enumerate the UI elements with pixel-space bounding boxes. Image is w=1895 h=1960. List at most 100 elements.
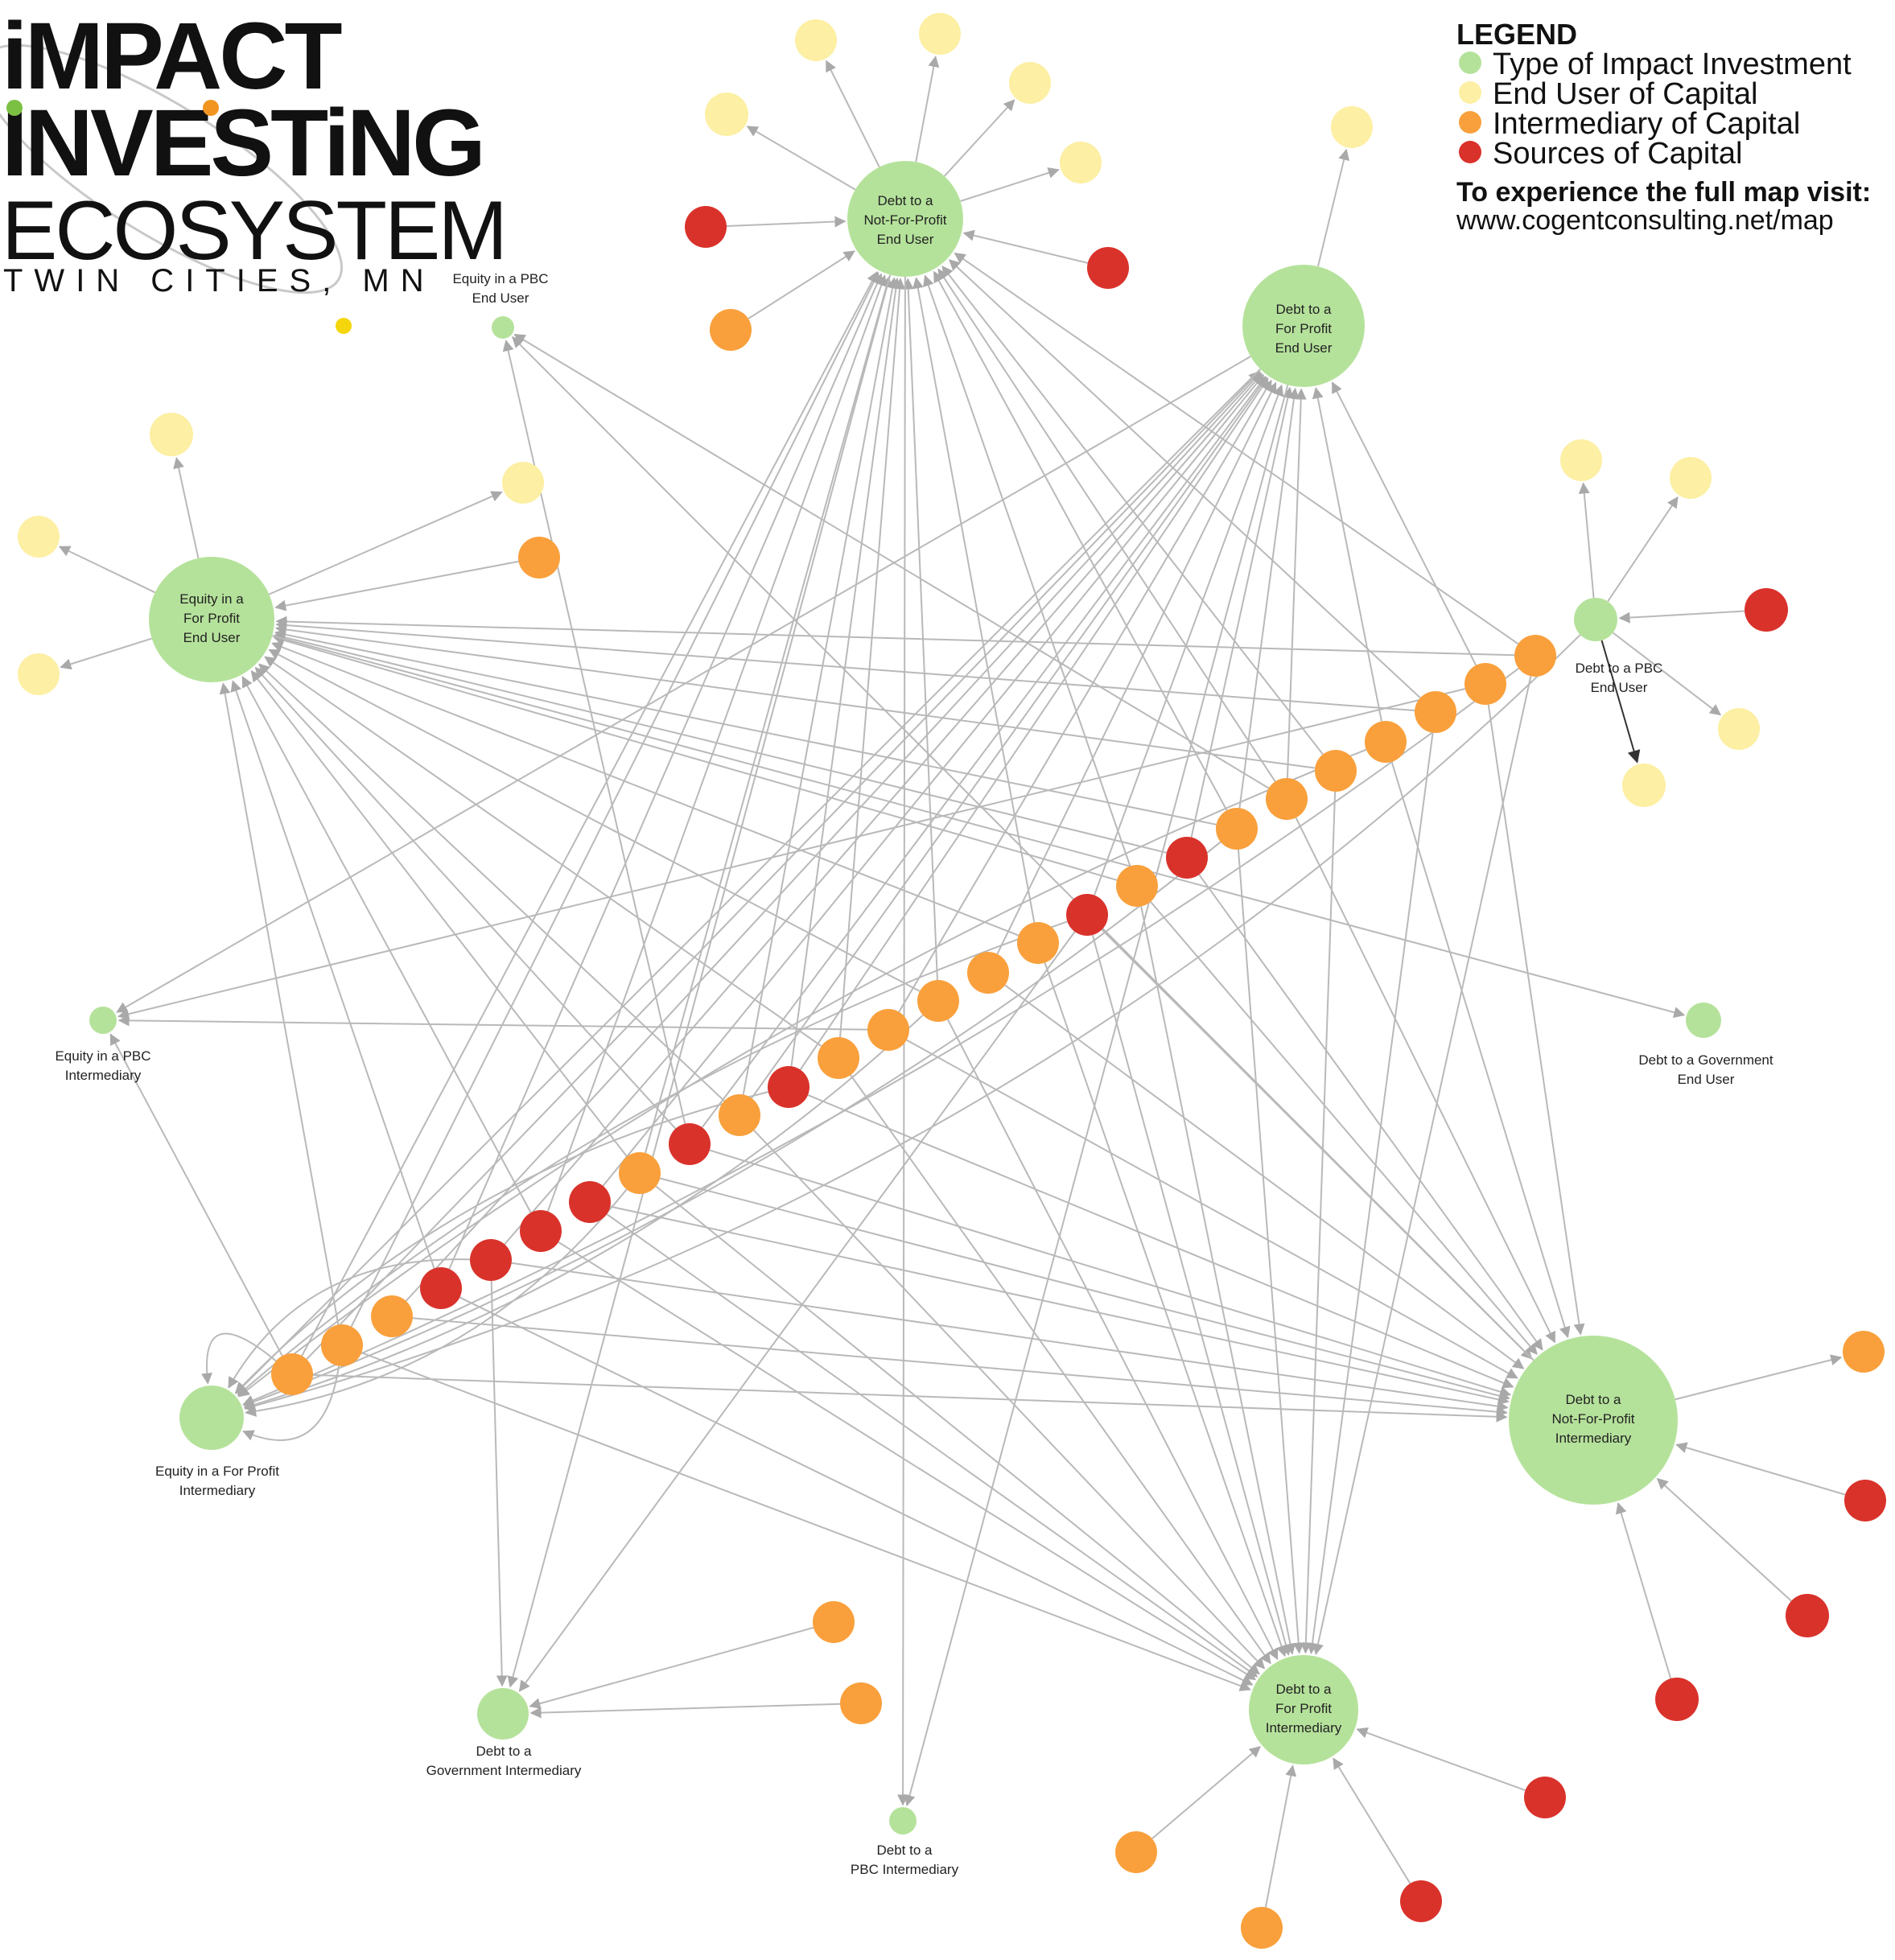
edge-hub-cross — [235, 369, 1261, 1394]
node-end-user[interactable] — [1331, 106, 1373, 148]
hub-debt-npo-intermediary[interactable] — [1509, 1336, 1678, 1505]
node-source[interactable] — [1844, 1480, 1886, 1521]
chain-node-intermediary[interactable] — [371, 1295, 413, 1337]
hub-label-debt-npo-intermediary: Intermediary — [1555, 1431, 1632, 1446]
chain-node-intermediary[interactable] — [1465, 663, 1506, 705]
chain-node-source[interactable] — [669, 1123, 711, 1165]
edge-chain-to-hub — [923, 274, 1131, 867]
edge-chain-to-hub — [274, 632, 1167, 854]
chain-node-source[interactable] — [470, 1239, 512, 1281]
chain-node-intermediary[interactable] — [917, 980, 959, 1022]
chain-node-source[interactable] — [520, 1210, 562, 1252]
node-end-user[interactable] — [150, 413, 193, 456]
node-end-user[interactable] — [1670, 457, 1712, 499]
node-intermediary[interactable] — [1241, 1907, 1283, 1949]
chain-node-intermediary[interactable] — [1017, 922, 1059, 964]
edge-from-hub — [60, 637, 152, 670]
hub-label-debt-pbc-intermediary: PBC Intermediary — [851, 1862, 959, 1877]
hub-equity-fp-intermediary[interactable] — [179, 1386, 244, 1450]
hub-debt-fp-intermediary[interactable] — [1249, 1655, 1358, 1764]
node-source[interactable] — [1524, 1777, 1566, 1818]
chain-node-intermediary[interactable] — [1315, 750, 1357, 792]
chain-node-intermediary[interactable] — [321, 1324, 363, 1366]
node-source[interactable] — [1400, 1880, 1442, 1922]
hub-label-debt-gov-intermediary: Government Intermediary — [426, 1763, 582, 1778]
edge-to-hub — [1618, 610, 1745, 624]
node-source[interactable] — [1786, 1594, 1829, 1637]
edge-chain-to-hub — [807, 1094, 1514, 1389]
edge-from-hub — [915, 56, 940, 163]
hub-equity-pbc-intermediary[interactable] — [89, 1007, 117, 1034]
edge-chain-to-hub — [250, 669, 628, 1158]
node-end-user[interactable] — [1560, 439, 1602, 481]
chain-node-intermediary[interactable] — [271, 1353, 313, 1395]
edge-hub-curve — [244, 634, 1581, 1412]
hub-label-debt-fp-end-user: For Profit — [1275, 321, 1332, 336]
chain-node-intermediary[interactable] — [1116, 865, 1158, 907]
chain-node-intermediary[interactable] — [619, 1152, 661, 1194]
edge-chain-to-hub — [219, 682, 340, 1325]
node-end-user[interactable] — [1718, 708, 1760, 750]
chain-node-source[interactable] — [1066, 894, 1108, 936]
edge-from-hub — [269, 491, 503, 595]
hub-equity-pbc-end-user[interactable] — [492, 316, 514, 339]
nodes — [18, 13, 1886, 1949]
chain-node-source[interactable] — [1166, 837, 1208, 879]
hub-label-equity-fp-intermediary: Intermediary — [179, 1483, 256, 1498]
node-end-user[interactable] — [1622, 764, 1666, 807]
node-intermediary[interactable] — [1115, 1831, 1157, 1873]
node-source[interactable] — [1655, 1678, 1699, 1721]
node-intermediary[interactable] — [518, 537, 560, 579]
node-end-user[interactable] — [18, 653, 60, 695]
node-end-user[interactable] — [705, 93, 748, 136]
hub-debt-gov-end-user[interactable] — [1686, 1003, 1721, 1038]
chain-node-source[interactable] — [569, 1181, 611, 1223]
chain-node-intermediary[interactable] — [1514, 635, 1556, 677]
hub-debt-gov-intermediary[interactable] — [477, 1688, 529, 1740]
hub-debt-npo-end-user[interactable] — [847, 161, 963, 277]
chain-node-source[interactable] — [768, 1066, 809, 1108]
node-end-user[interactable] — [795, 19, 837, 61]
hub-equity-fp-end-user[interactable] — [149, 557, 274, 682]
node-intermediary[interactable] — [710, 309, 752, 351]
node-end-user[interactable] — [919, 13, 961, 55]
edge-chain-to-hub — [1487, 704, 1585, 1336]
node-end-user[interactable] — [1009, 62, 1051, 104]
edge-chain-to-hub — [1004, 984, 1525, 1369]
title-investing: INVESTiNG — [2, 90, 483, 196]
node-source[interactable] — [685, 206, 727, 248]
hub-label-equity-pbc-end-user: End User — [472, 290, 529, 306]
node-end-user[interactable] — [1060, 142, 1102, 183]
node-intermediary[interactable] — [840, 1682, 882, 1724]
chain-node-intermediary[interactable] — [1365, 721, 1407, 763]
hub-debt-pbc-intermediary[interactable] — [889, 1807, 917, 1834]
edge-chain-to-hub — [1286, 388, 1307, 779]
chain-node-intermediary[interactable] — [719, 1094, 760, 1136]
chain-node-intermediary[interactable] — [867, 1009, 909, 1051]
edge-hub-cross — [272, 635, 1686, 1019]
edge-chain-to-hub — [241, 676, 532, 1213]
node-end-user[interactable] — [18, 516, 60, 558]
node-source[interactable] — [1745, 588, 1788, 632]
hub-debt-fp-end-user[interactable] — [1242, 265, 1365, 387]
node-intermediary[interactable] — [813, 1601, 855, 1643]
edge-chain-to-hub — [1150, 901, 1538, 1355]
node-end-user[interactable] — [502, 462, 544, 504]
edge-hub-cross — [904, 385, 1289, 1807]
edge-chain-to-hub — [306, 370, 1261, 1360]
hub-label-debt-fp-end-user: Debt to a — [1276, 302, 1333, 317]
edge-chain-curve — [228, 1258, 471, 1389]
node-source[interactable] — [1087, 247, 1129, 289]
hub-debt-pbc-end-user[interactable] — [1574, 598, 1617, 641]
chain-node-source[interactable] — [420, 1267, 462, 1309]
chain-node-intermediary[interactable] — [1415, 691, 1456, 733]
legend-url[interactable]: www.cogentconsulting.net/map — [1456, 205, 1834, 236]
chain-node-intermediary[interactable] — [818, 1037, 859, 1079]
edge-chain-to-hub — [312, 1373, 1508, 1423]
chain-node-intermediary[interactable] — [1216, 808, 1258, 850]
edge-chain-to-hub — [546, 274, 887, 1212]
chain-node-intermediary[interactable] — [1266, 778, 1308, 820]
hub-label-equity-fp-end-user: End User — [183, 630, 241, 645]
chain-node-intermediary[interactable] — [967, 952, 1009, 994]
node-intermediary[interactable] — [1843, 1331, 1885, 1373]
